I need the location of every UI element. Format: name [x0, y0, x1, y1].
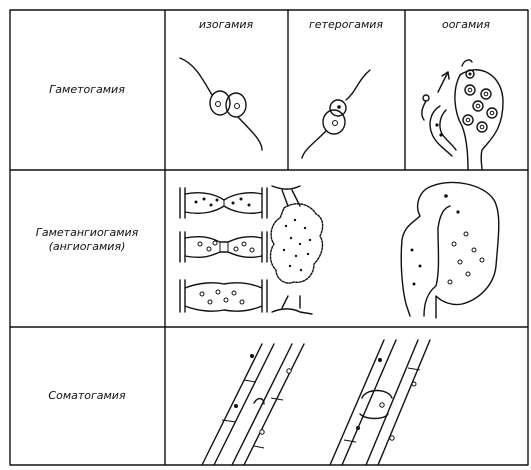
oogamy-illustration — [422, 60, 503, 170]
zygospore-illustration — [271, 186, 323, 314]
conjugation-pairs-illustration — [180, 188, 267, 312]
gametangia-illustration — [401, 182, 499, 318]
heterogamy-illustration — [302, 70, 370, 158]
isogamy-illustration — [180, 58, 262, 150]
somatogamy-illustration — [202, 340, 430, 465]
